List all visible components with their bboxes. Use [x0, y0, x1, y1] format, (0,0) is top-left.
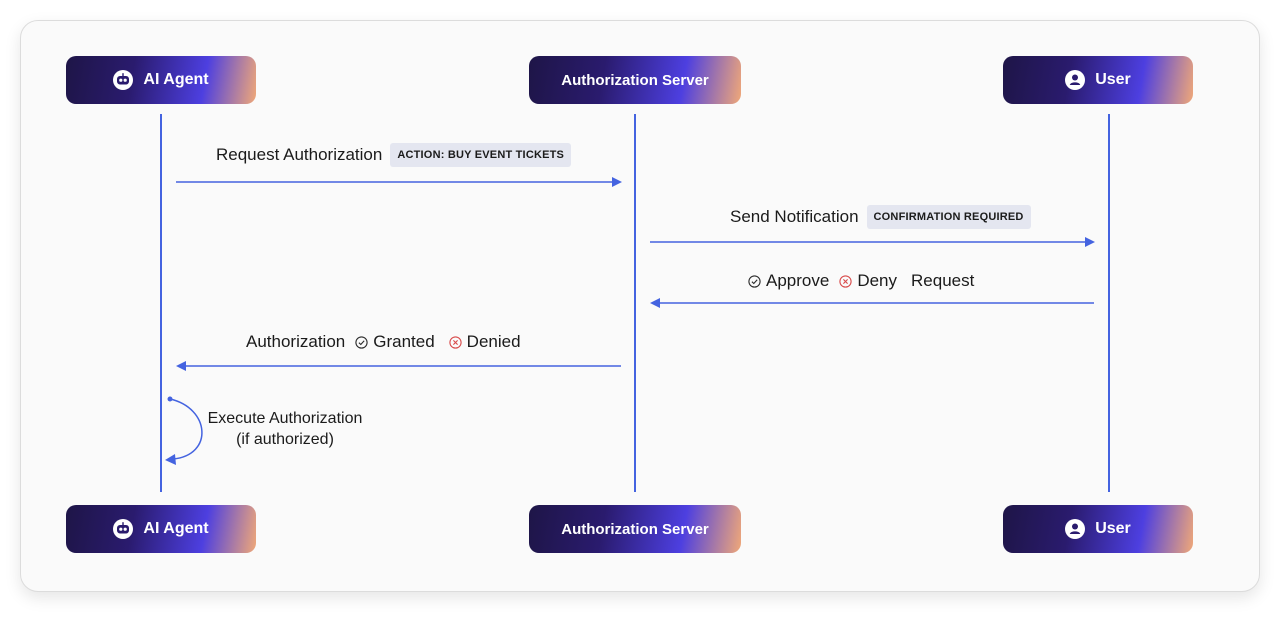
agent-label: AI Agent: [143, 520, 209, 537]
deny-label: Deny: [857, 271, 898, 290]
self-loop-arrow-head: [165, 454, 176, 465]
server-lifeline: [634, 114, 636, 492]
user-actor-top: User: [1003, 56, 1193, 104]
agent-actor-top: AI Agent: [66, 56, 256, 104]
user-icon: [1065, 70, 1086, 90]
user-label: User: [1095, 71, 1131, 88]
response-arrow-head: [650, 298, 660, 308]
confirmation-tag: CONFIRMATION REQUIRED: [866, 205, 1031, 229]
notify-arrow-head: [1085, 237, 1095, 247]
request-message: Request Authorization ACTION: BUY EVENT …: [216, 143, 572, 167]
result-label: Authorization: [246, 332, 346, 351]
granted-label: Granted: [373, 332, 435, 351]
check-circle-icon: [355, 335, 368, 349]
response-label: Request: [911, 271, 975, 290]
user-label: User: [1095, 520, 1131, 537]
robot-icon: [113, 70, 134, 90]
robot-icon: [113, 519, 134, 539]
user-lifeline: [1108, 114, 1110, 492]
self-loop-arrow: [169, 398, 203, 460]
self-loop-start-dot: [167, 396, 173, 402]
x-circle-icon: [449, 335, 462, 349]
denied-label: Denied: [466, 332, 521, 351]
check-circle-icon: [748, 274, 761, 288]
server-actor-top: Authorization Server: [529, 56, 741, 104]
approve-label: Approve: [766, 271, 830, 290]
response-message: Approve Deny Request: [748, 271, 974, 291]
server-actor-bottom: Authorization Server: [529, 505, 741, 553]
execute-line1: Execute Authorization: [207, 410, 363, 427]
user-actor-bottom: User: [1003, 505, 1193, 553]
server-label: Authorization Server: [561, 71, 709, 89]
server-label: Authorization Server: [561, 520, 709, 538]
x-circle-icon: [839, 274, 852, 288]
action-tag: ACTION: BUY EVENT TICKETS: [390, 143, 572, 167]
agent-label: AI Agent: [143, 71, 209, 88]
notify-message: Send Notification CONFIRMATION REQUIRED: [730, 205, 1031, 229]
request-label: Request Authorization: [216, 145, 383, 164]
execute-note: Execute Authorization (if authorized): [190, 408, 380, 450]
user-icon: [1065, 519, 1086, 539]
notify-label: Send Notification: [730, 207, 859, 226]
result-message: Authorization Granted Denied: [246, 332, 521, 352]
request-arrow-head: [612, 177, 622, 187]
result-arrow-head: [176, 361, 186, 371]
diagram-card: [20, 20, 1260, 592]
agent-actor-bottom: AI Agent: [66, 505, 256, 553]
execute-line2: (if authorized): [236, 431, 334, 448]
agent-lifeline: [160, 114, 162, 492]
